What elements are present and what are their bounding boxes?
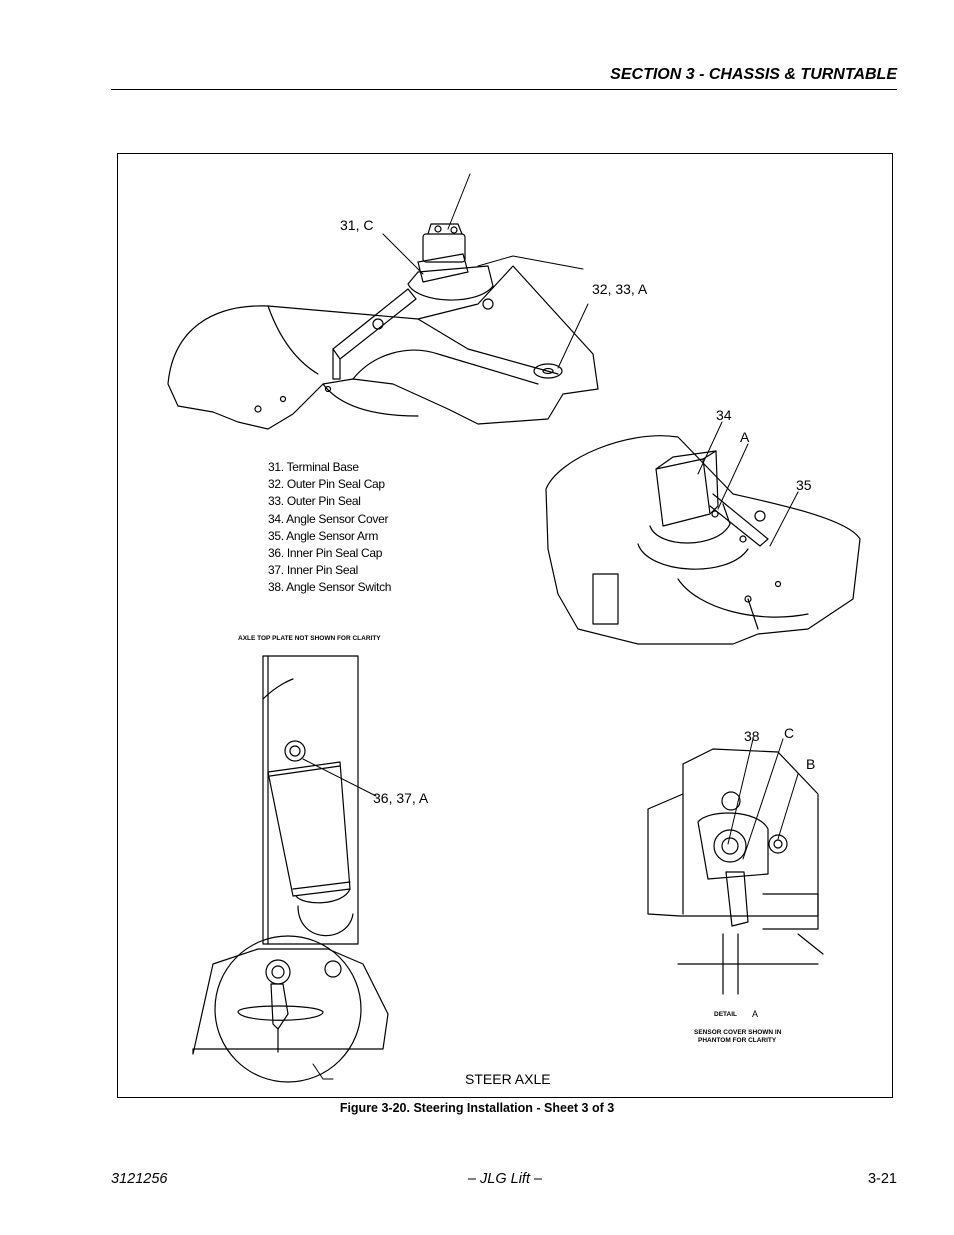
figure-caption: Figure 3-20. Steering Installation - She… — [339, 1101, 615, 1115]
parts-list-item: 35. Angle Sensor Arm — [268, 528, 379, 543]
parts-list-item: 32. Outer Pin Seal Cap — [268, 477, 385, 492]
parts-list-item: 34. Angle Sensor Cover — [268, 511, 389, 526]
parts-list-item: 36. Inner Pin Seal Cap — [268, 546, 383, 561]
callout-36-37-a: 36, 37, A — [373, 790, 429, 806]
header-rule — [111, 89, 897, 90]
callout-38: 38 — [744, 728, 760, 744]
callout-34: 34 — [716, 407, 732, 423]
parts-list-item: 38. Angle Sensor Switch — [268, 580, 392, 595]
note-steer-axle: STEER AXLE — [465, 1071, 551, 1087]
top-axle-view — [167, 173, 599, 430]
figure-frame: 31, C 32, 33, A 34 A 35 36, 37, A 38 C B… — [117, 153, 893, 1098]
detail-a-view — [647, 738, 824, 995]
parts-list-item: 37. Inner Pin Seal — [268, 563, 358, 578]
note-detail-letter: A — [752, 1009, 758, 1019]
note-sensor-cover-line1: SENSOR COVER SHOWN IN — [694, 1029, 782, 1036]
steer-axle-view — [192, 655, 389, 1083]
callout-a: A — [740, 429, 750, 445]
note-sensor-cover-line2: PHANTOM FOR CLARITY — [698, 1037, 777, 1044]
callout-35: 35 — [796, 477, 812, 493]
steering-installation-drawing: 31, C 32, 33, A 34 A 35 36, 37, A 38 C B… — [167, 173, 861, 1087]
callout-31-c: 31, C — [340, 217, 373, 233]
parts-list-item: 31. Terminal Base — [268, 460, 359, 474]
callout-c: C — [784, 725, 794, 741]
parts-list: 31. Terminal Base 32. Outer Pin Seal Cap… — [268, 459, 391, 597]
section-title: SECTION 3 - CHASSIS & TURNTABLE — [610, 66, 897, 83]
callout-32-33-a: 32, 33, A — [592, 281, 648, 297]
note-axle-top-plate: AXLE TOP PLATE NOT SHOWN FOR CLARITY — [238, 635, 381, 642]
note-detail: DETAIL — [714, 1011, 737, 1018]
parts-list-item: 33. Outer Pin Seal — [268, 494, 361, 509]
callout-b: B — [806, 756, 815, 772]
sensor-cover-view — [545, 421, 861, 645]
footer-doc-number: 3121256 — [111, 1171, 168, 1187]
footer-publisher: – JLG Lift – — [467, 1171, 543, 1187]
footer-page-number: 3-21 — [867, 1171, 897, 1187]
